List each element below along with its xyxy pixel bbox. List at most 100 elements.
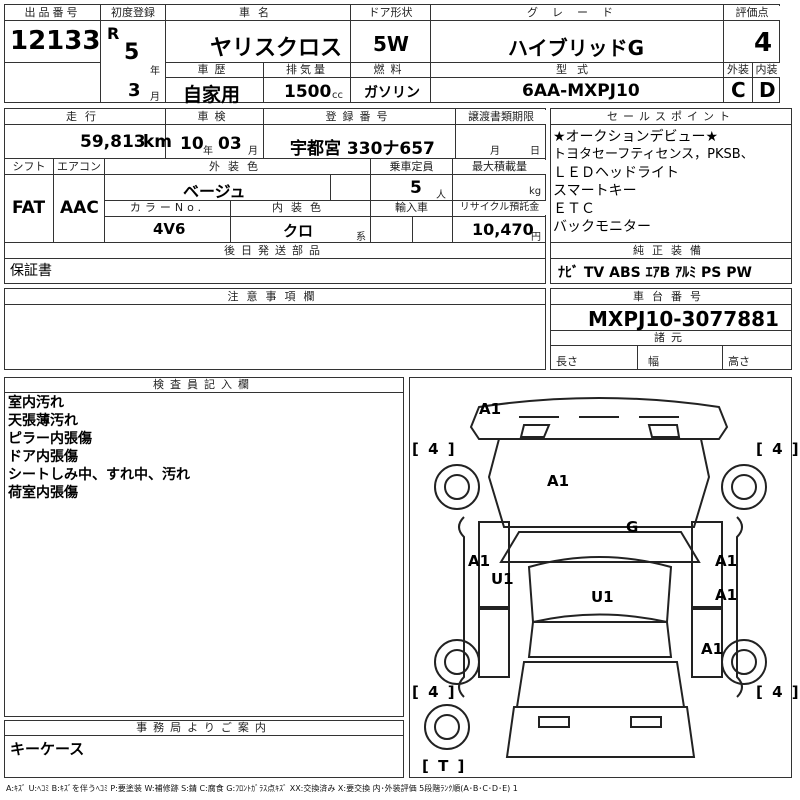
sales-point: ＥＴＣ	[553, 201, 595, 217]
lot-number-label: 出品番号	[5, 6, 100, 20]
capacity: 5	[410, 178, 422, 198]
inspection-month: 03	[218, 134, 242, 154]
first-registration-label: 初度登録	[101, 6, 165, 20]
mileage-label: 走行	[5, 110, 165, 124]
exterior-color-label: 外装色	[105, 160, 370, 174]
damage-mark-windshield: G	[626, 518, 639, 536]
aircon: AAC	[60, 198, 99, 218]
lot-number: 12133	[10, 26, 101, 56]
year-unit: 年	[150, 66, 160, 77]
sales-points-block	[550, 108, 792, 284]
damage-mark-right-front: A1	[715, 552, 738, 570]
tire-rear-right: [ 4 ]	[756, 683, 800, 701]
spare-tire: [ T ]	[422, 757, 467, 775]
history-label: 車歴	[166, 63, 263, 77]
details-block	[4, 108, 546, 284]
max-load-label: 最大積載量	[453, 160, 546, 174]
inspector-label: 検査員記入欄	[5, 378, 403, 392]
car-name: ヤリスクロス	[210, 36, 343, 61]
inspector-line: ドア内張傷	[8, 449, 78, 465]
first-registration-year: 5	[124, 40, 140, 65]
damage-mark-right-door: A1	[715, 586, 738, 604]
car-name-label: 車名	[166, 6, 350, 20]
plate: 宇都宮 330ナ657	[290, 139, 435, 159]
interior-grade: D	[759, 78, 776, 102]
inspector-line: 室内汚れ	[8, 395, 64, 411]
height-label: 高さ	[728, 355, 750, 368]
plate-label: 登録番号	[264, 110, 455, 124]
interior-color: クロ	[283, 222, 314, 240]
transfer-day-unit: 日	[530, 146, 540, 157]
exterior-grade: C	[731, 78, 746, 102]
sales-point: バックモニター	[553, 219, 651, 235]
office-block	[4, 720, 404, 778]
color-number: 4V6	[153, 220, 186, 238]
office-text: キーケース	[10, 740, 85, 758]
specification-label: 諸元	[551, 331, 791, 345]
inspection-label: 車検	[166, 110, 263, 124]
sales-point: ＬＥＤヘッドライト	[553, 165, 679, 181]
tire-front-left: [ 4 ]	[412, 440, 457, 458]
inspector-line: 天張薄汚れ	[8, 413, 78, 429]
import-label: 輸入車	[371, 201, 452, 215]
interior-color-label: 内装色	[231, 201, 370, 215]
grade-label: グレード	[431, 6, 723, 20]
era: R	[107, 24, 120, 43]
width-label: 幅	[648, 355, 659, 368]
capacity-label: 乗車定員	[371, 160, 452, 174]
later-parts-label: 後日発送部品	[5, 244, 545, 258]
inspector-line: シートしみ中、すれ中、汚れ	[8, 467, 190, 483]
month-unit: 月	[150, 92, 160, 103]
sales-point: トヨタセーフティセンス，PKSB、	[553, 147, 754, 162]
inspection-year-unit: 年	[203, 146, 213, 157]
first-registration-month: 3	[128, 80, 141, 101]
recycle-fee: 10,470	[472, 220, 534, 239]
sales-point: ★オークションデビュー★	[553, 129, 719, 145]
sales-point: スマートキー	[553, 183, 637, 199]
transfer-deadline-label: 譲渡書類期限	[456, 110, 546, 124]
displacement: 1500	[284, 82, 332, 102]
tire-rear-left: [ 4 ]	[412, 683, 457, 701]
shift-label: シフト	[5, 160, 53, 174]
sales-points-label: セールスポイント	[551, 110, 791, 124]
header-block	[4, 4, 780, 103]
damage-mark-right-rear: A1	[701, 640, 724, 658]
interior-label: 内装	[753, 63, 780, 77]
inspection-year: 10	[180, 134, 204, 154]
capacity-unit: 人	[436, 190, 446, 201]
model: 6AA-MXPJ10	[522, 81, 640, 101]
aircon-label: エアコン	[54, 160, 104, 174]
interior-color-unit: 系	[356, 232, 366, 243]
later-parts: 保証書	[10, 263, 52, 279]
damage-mark-hood: A1	[547, 472, 570, 490]
recycle-unit: 円	[531, 232, 541, 243]
inspection-month-unit: 月	[248, 146, 258, 157]
damage-mark-left-front: A1	[468, 552, 491, 570]
shift: FAT	[12, 198, 46, 218]
score-label: 評価点	[724, 6, 780, 20]
exterior-color: ベージュ	[183, 182, 246, 201]
chassis-block	[550, 288, 792, 370]
damage-mark-left-door: U1	[491, 570, 514, 588]
damage-diagram-block	[409, 377, 792, 778]
inspector-line: ピラー内張傷	[8, 431, 92, 447]
chassis-number: MXPJ10-3077881	[588, 307, 779, 331]
door-type: 5W	[373, 32, 409, 56]
mileage: 59,813	[80, 132, 146, 152]
damage-mark-roof: U1	[591, 588, 614, 606]
displacement-label: 排気量	[264, 63, 350, 77]
standard-equipment: ﾅﾋﾞ TV ABS ｴｱB ｱﾙﾐ PS PW	[558, 265, 752, 281]
displacement-unit: cc	[332, 90, 343, 101]
model-label: 型式	[431, 63, 723, 77]
grade: ハイブリッドG	[508, 36, 645, 60]
car-diagram	[424, 397, 767, 758]
sales-points-list: ★オークションデビュー★ トヨタセーフティセンス，PKSB、 ＬＥＤヘッドライト…	[553, 128, 791, 236]
fuel: ガソリン	[364, 85, 420, 101]
door-type-label: ドア形状	[351, 6, 430, 20]
standard-equipment-label: 純正装備	[551, 244, 791, 258]
color-number-label: カラーNo.	[105, 201, 230, 215]
recycle-label: リサイクル預託金	[453, 201, 546, 215]
legend: A:ｷｽﾞ U:ﾍｺﾐ B:ｷｽﾞを伴うﾍｺﾐ P:要塗装 W:補修跡 S:錆 …	[6, 784, 518, 793]
inspector-line: 荷室内張傷	[8, 485, 78, 501]
office-label: 事務局よりご案内	[5, 721, 403, 735]
